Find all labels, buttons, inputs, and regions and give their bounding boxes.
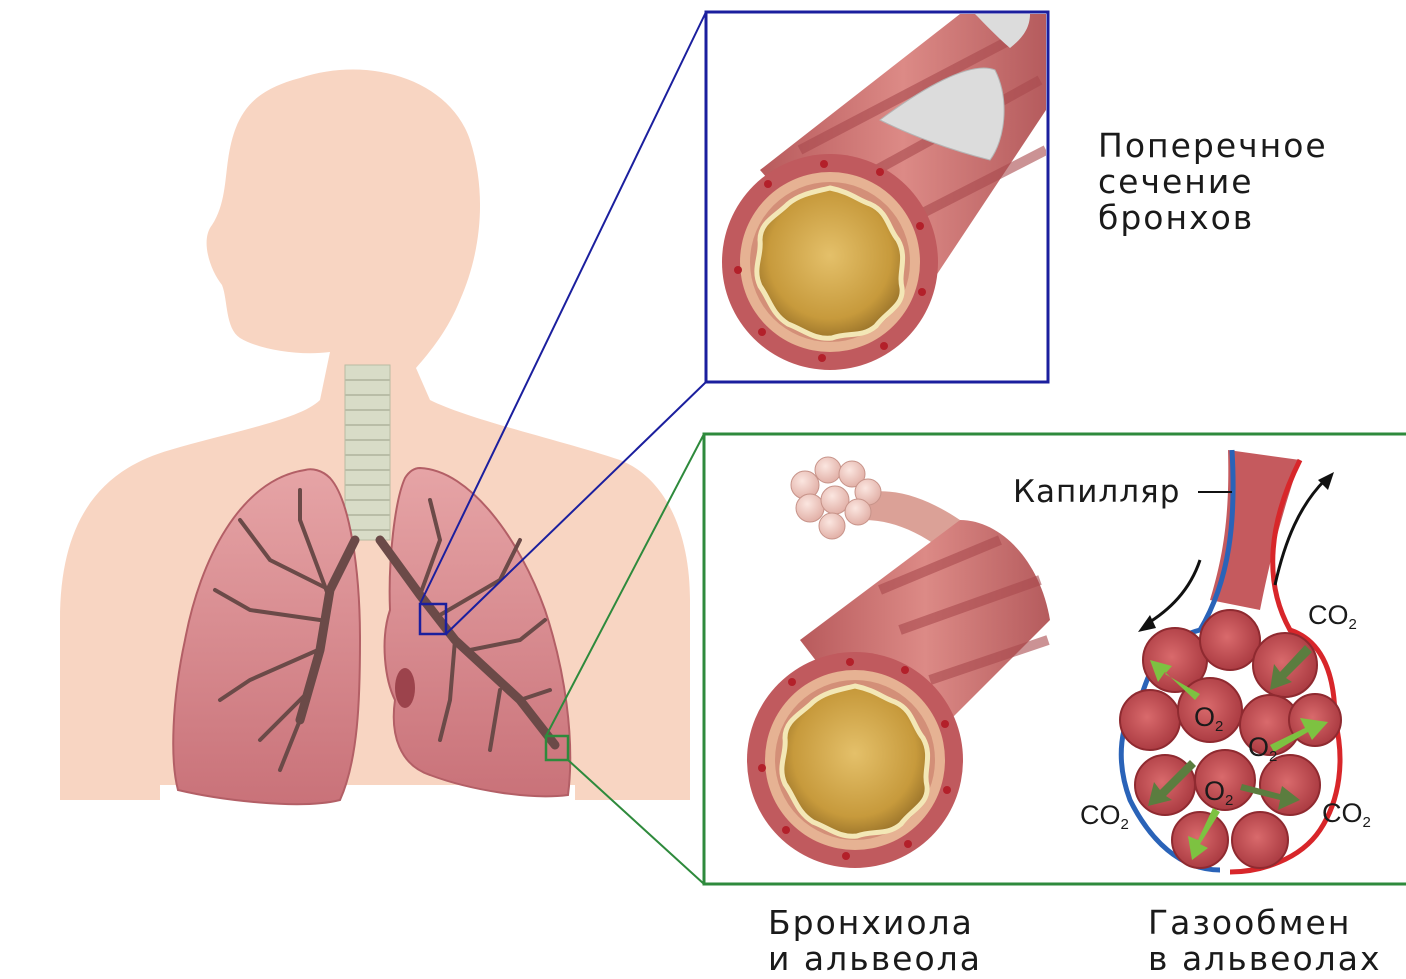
o2-text: O xyxy=(1194,702,1215,732)
co2-label-bottom-right: CO2 xyxy=(1322,798,1371,831)
co2-text: CO xyxy=(1308,600,1349,630)
o2-sub: 2 xyxy=(1215,718,1223,735)
co2-label-top-right: CO2 xyxy=(1308,600,1357,633)
o2-sub: 2 xyxy=(1269,748,1277,765)
co2-sub: 2 xyxy=(1349,616,1357,633)
o2-text: O xyxy=(1204,776,1225,806)
cross-section-line-1: Поперечное xyxy=(1098,128,1328,164)
capillary-label: Капилляр xyxy=(1013,474,1180,510)
bronchiole-line-2: и альвеола xyxy=(768,941,982,977)
o2-text: O xyxy=(1248,732,1269,762)
bronchiole-line-1: Бронхиола xyxy=(768,905,982,941)
co2-sub: 2 xyxy=(1121,816,1129,833)
co2-text: CO xyxy=(1080,800,1121,830)
cross-section-line-3: бронхов xyxy=(1098,200,1328,236)
o2-label-3: O2 xyxy=(1204,776,1233,809)
cross-section-label: Поперечное сечение бронхов xyxy=(1098,128,1328,236)
trachea xyxy=(345,365,390,540)
bronchiole-label: Бронхиола и альвеола xyxy=(768,905,982,977)
o2-label-1: O2 xyxy=(1194,702,1223,735)
co2-label-bottom-left: CO2 xyxy=(1080,800,1129,833)
gas-exchange-label: Газообмен в альвеолах xyxy=(1148,905,1382,977)
gas-exchange-line-2: в альвеолах xyxy=(1148,941,1382,977)
gas-exchange-line-1: Газообмен xyxy=(1148,905,1382,941)
o2-label-2: O2 xyxy=(1248,732,1277,765)
co2-sub: 2 xyxy=(1363,814,1371,831)
o2-sub: 2 xyxy=(1225,792,1233,809)
cross-section-line-2: сечение xyxy=(1098,164,1328,200)
co2-text: CO xyxy=(1322,798,1363,828)
